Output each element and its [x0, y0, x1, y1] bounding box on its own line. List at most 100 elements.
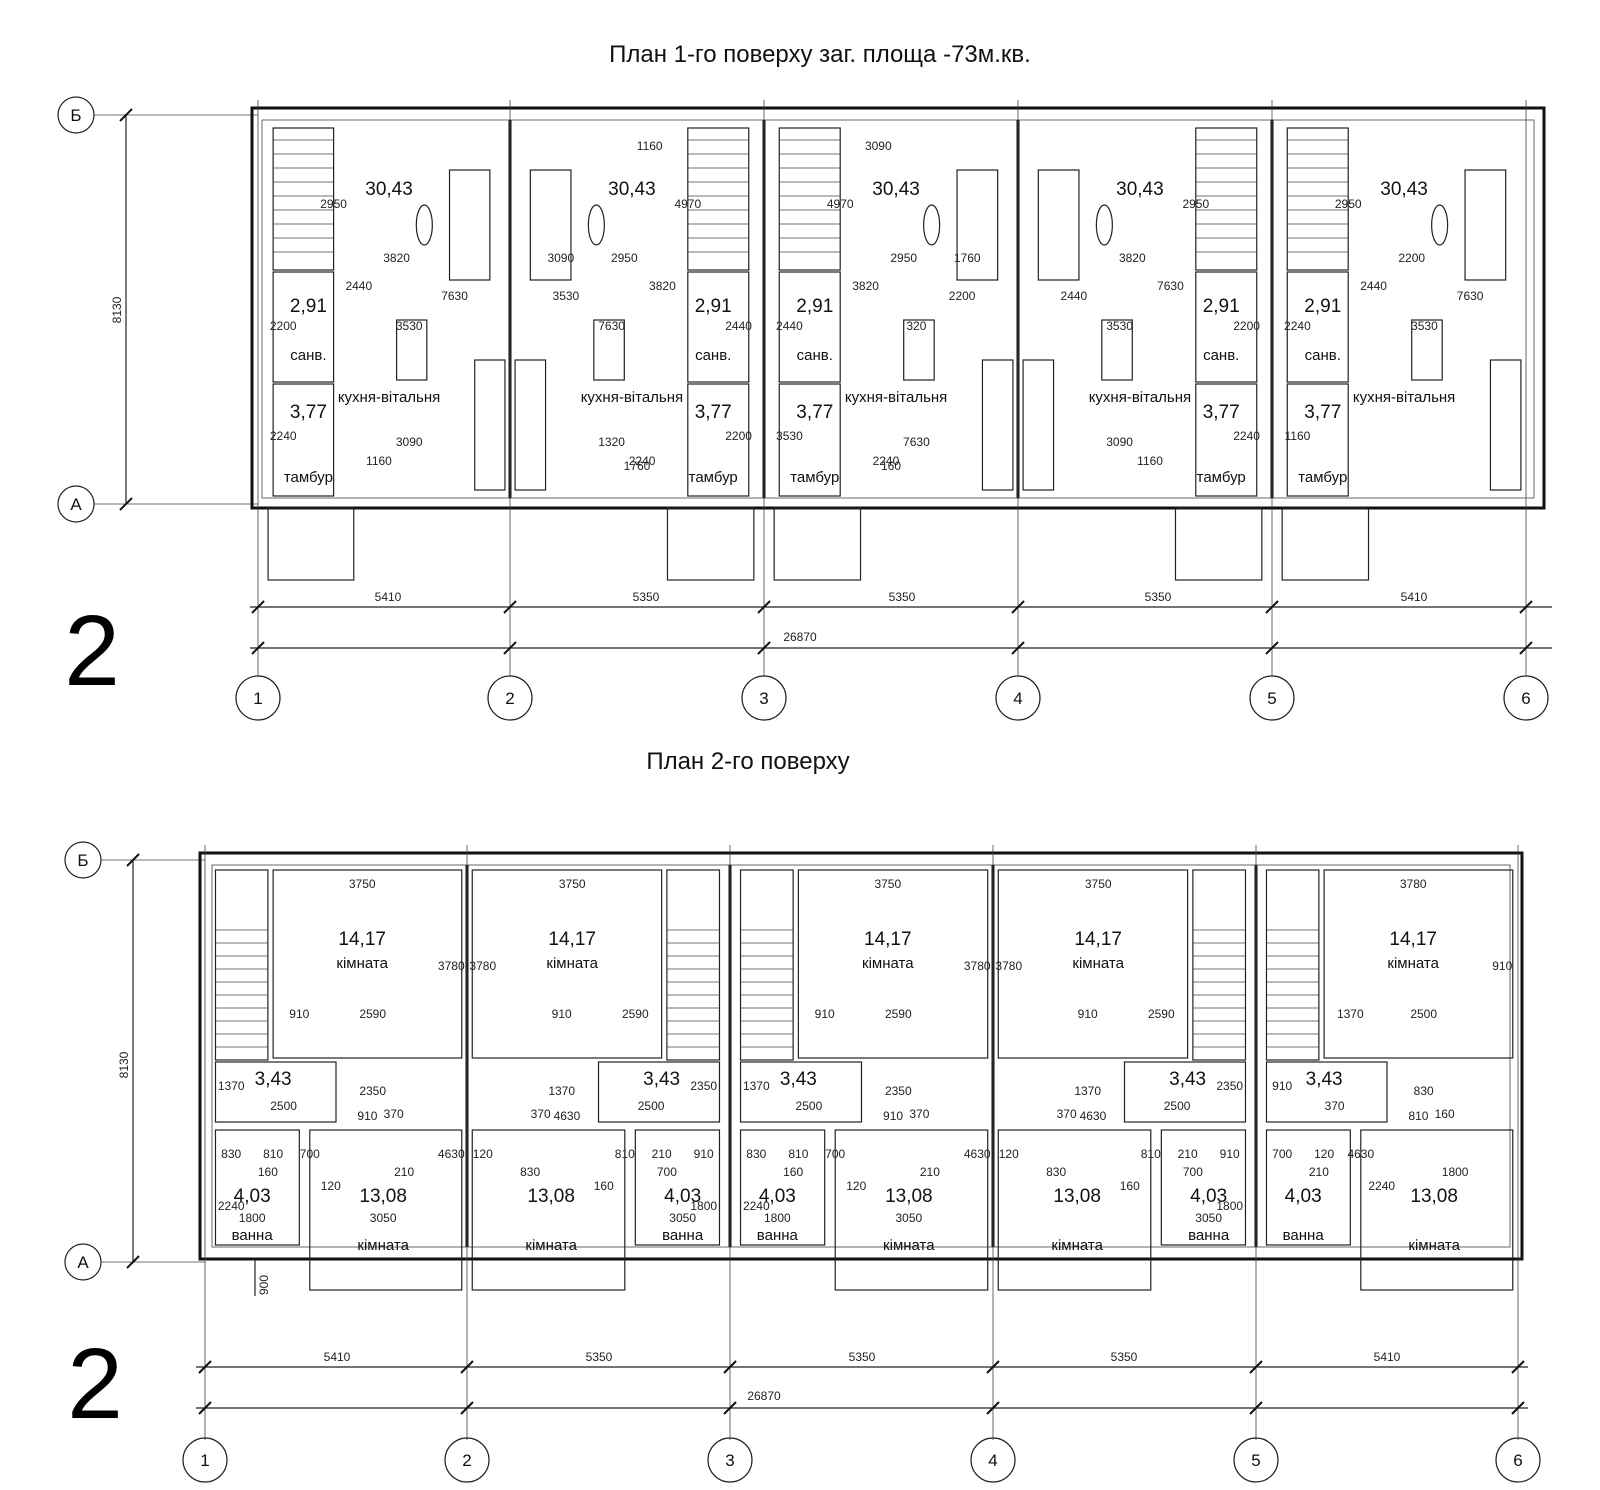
- floor1-vestibule-area: 3,77: [1203, 402, 1240, 423]
- floor2-unit-1: 14,17кімната3,434,03ванна13,08кімната375…: [214, 869, 465, 1291]
- floor2-dim-label: 700: [657, 1165, 677, 1179]
- floor2-room1: [797, 869, 989, 1059]
- floor2-dim-label: 2350: [885, 1084, 912, 1098]
- floor1-bath-label: санв.: [290, 347, 326, 364]
- floor2-room1-label: кімната: [546, 955, 598, 972]
- floor1-dim-label: 3820: [852, 279, 879, 293]
- floor2-dim-tick: [986, 1360, 1000, 1374]
- floor2-dim-label: 830: [1414, 1084, 1434, 1098]
- floor2-dim-label: 1370: [548, 1084, 575, 1098]
- floor1-dim-tick: [1265, 600, 1279, 614]
- floor2-room2-label: кімната: [525, 1237, 577, 1254]
- floor2-height-tick-bottom: [126, 1255, 140, 1269]
- floor2-stair: [666, 869, 721, 1061]
- floor1-dim-label: 2950: [890, 251, 917, 265]
- floor1-dim-label: 2950: [1182, 197, 1209, 211]
- floor1-rug: [587, 204, 605, 246]
- floor2-axis-label: 5: [1251, 1451, 1260, 1470]
- floor2-unit-width-2: 5350: [586, 1350, 613, 1364]
- floor1-overall-width: 26870: [783, 630, 817, 644]
- floor1-bath-room: [1286, 271, 1349, 383]
- floor1-unit-2: 30,432,91санв.кухня-вітальня3,77тамбур49…: [508, 120, 755, 581]
- floor1-rug: [1095, 204, 1113, 246]
- floor1-axis-label: 4: [1013, 689, 1022, 708]
- floor2-dim-label: 210: [652, 1147, 672, 1161]
- floor1-axis-circle: [995, 675, 1041, 721]
- floor2-dim-label: 910: [694, 1147, 714, 1161]
- floor1-dim-label: 3820: [383, 251, 410, 265]
- floor2-dim-label: 160: [594, 1179, 614, 1193]
- floor1-vestibule-label: тамбур: [284, 469, 333, 486]
- floor1-living-area: 30,43: [872, 179, 920, 200]
- floor2-dim-label: 1370: [743, 1079, 770, 1093]
- floor1-bath-room: [778, 271, 841, 383]
- floor2-dim-label: 3750: [1085, 877, 1112, 891]
- floor1-rug: [923, 204, 941, 246]
- floor2-width-dimensions: 5410 5350 5350 5350 5410 26870: [196, 1350, 1528, 1409]
- floor1-dim-label: 2240: [873, 454, 900, 468]
- floor1-kitchen-unit: [1022, 359, 1055, 491]
- floor2-dim-label: 910: [552, 1007, 572, 1021]
- floor2-axis-circle: [1495, 1437, 1541, 1483]
- floor2-axis-a-label: А: [77, 1253, 89, 1272]
- floor1-dining-table: [1411, 319, 1443, 381]
- floor1-vestibule-area: 3,77: [796, 402, 833, 423]
- floor1-sheet-number: 2: [64, 595, 120, 707]
- floor2-bath-label: ванна: [662, 1227, 704, 1244]
- floor2-dim-label: 910: [815, 1007, 835, 1021]
- floor2-dim-tick: [1249, 1401, 1263, 1415]
- floor1-living-area: 30,43: [1380, 179, 1428, 200]
- floor2-dim-label: 1800: [764, 1211, 791, 1225]
- floor2-dim-label: 1800: [1216, 1199, 1243, 1213]
- floor2-dim-label: 120: [473, 1147, 493, 1161]
- floor2-dim-tick: [986, 1401, 1000, 1415]
- floor1-dim-label: 2950: [320, 197, 347, 211]
- floor1-living-label: кухня-вітальня: [845, 389, 947, 406]
- floor2-exterior-wall: [198, 851, 1524, 1261]
- floor2-room2: [309, 1129, 463, 1291]
- floor1-dim-label: 2950: [1335, 197, 1362, 211]
- floor1-stair: [1286, 127, 1349, 271]
- floor2-dim-label: 3050: [1195, 1211, 1222, 1225]
- floor2-room1-label: кімната: [1072, 955, 1124, 972]
- floor2-axis-label: 6: [1513, 1451, 1522, 1470]
- floor1-dim-label: 3820: [649, 279, 676, 293]
- floor2-room1-label: кімната: [336, 955, 388, 972]
- floor1-dim-tick: [1011, 641, 1025, 655]
- floor1-living-label: кухня-вітальня: [1089, 389, 1191, 406]
- floor1-dim-label: 3090: [547, 251, 574, 265]
- floor1-unit-width-4: 5350: [1145, 590, 1172, 604]
- floor2-room2-label: кімната: [883, 1237, 935, 1254]
- floor2-dim-label: 910: [289, 1007, 309, 1021]
- floor2-room1: [1323, 869, 1514, 1059]
- floor1-dim-label: 1760: [624, 459, 651, 473]
- floor2-axis-label: 3: [725, 1451, 734, 1470]
- floor2-dim-label: 2240: [1368, 1179, 1395, 1193]
- floor2-dim-label: 210: [1178, 1147, 1198, 1161]
- floor2-height-dimension: 8130: [117, 853, 140, 1269]
- floor1-dim-label: 7630: [1457, 289, 1484, 303]
- floor1-dim-label: 2240: [1284, 319, 1311, 333]
- floor2-dim-label: 910: [883, 1109, 903, 1123]
- floor1-dim-label: 2440: [776, 319, 803, 333]
- floor2-bath: [739, 1129, 826, 1246]
- floor2-room2: [471, 1129, 626, 1291]
- floor2-hall: [1123, 1061, 1247, 1123]
- floor2-dim-label: 4630: [1080, 1109, 1107, 1123]
- floor1-vestibule-room: [687, 383, 750, 497]
- floor1-axis-circle: [1503, 675, 1549, 721]
- floor2-dim-label: 4630: [554, 1109, 581, 1123]
- floor2-hall-area: 3,43: [255, 1069, 292, 1090]
- floor1-dim-label: 160: [881, 459, 901, 473]
- floor2-height-tick-top: [126, 853, 140, 867]
- floor1-rug: [415, 204, 433, 246]
- floor2-dim-label: 4630: [964, 1147, 991, 1161]
- floor1-vestibule-label: тамбур: [689, 469, 738, 486]
- floor1-dim-tick: [503, 641, 517, 655]
- floor2-dim-label: 910: [1220, 1147, 1240, 1161]
- floor2-dim-label: 2500: [638, 1099, 665, 1113]
- floor2-dim-label: 120: [1314, 1147, 1334, 1161]
- floor2-dim-label: 210: [1309, 1165, 1329, 1179]
